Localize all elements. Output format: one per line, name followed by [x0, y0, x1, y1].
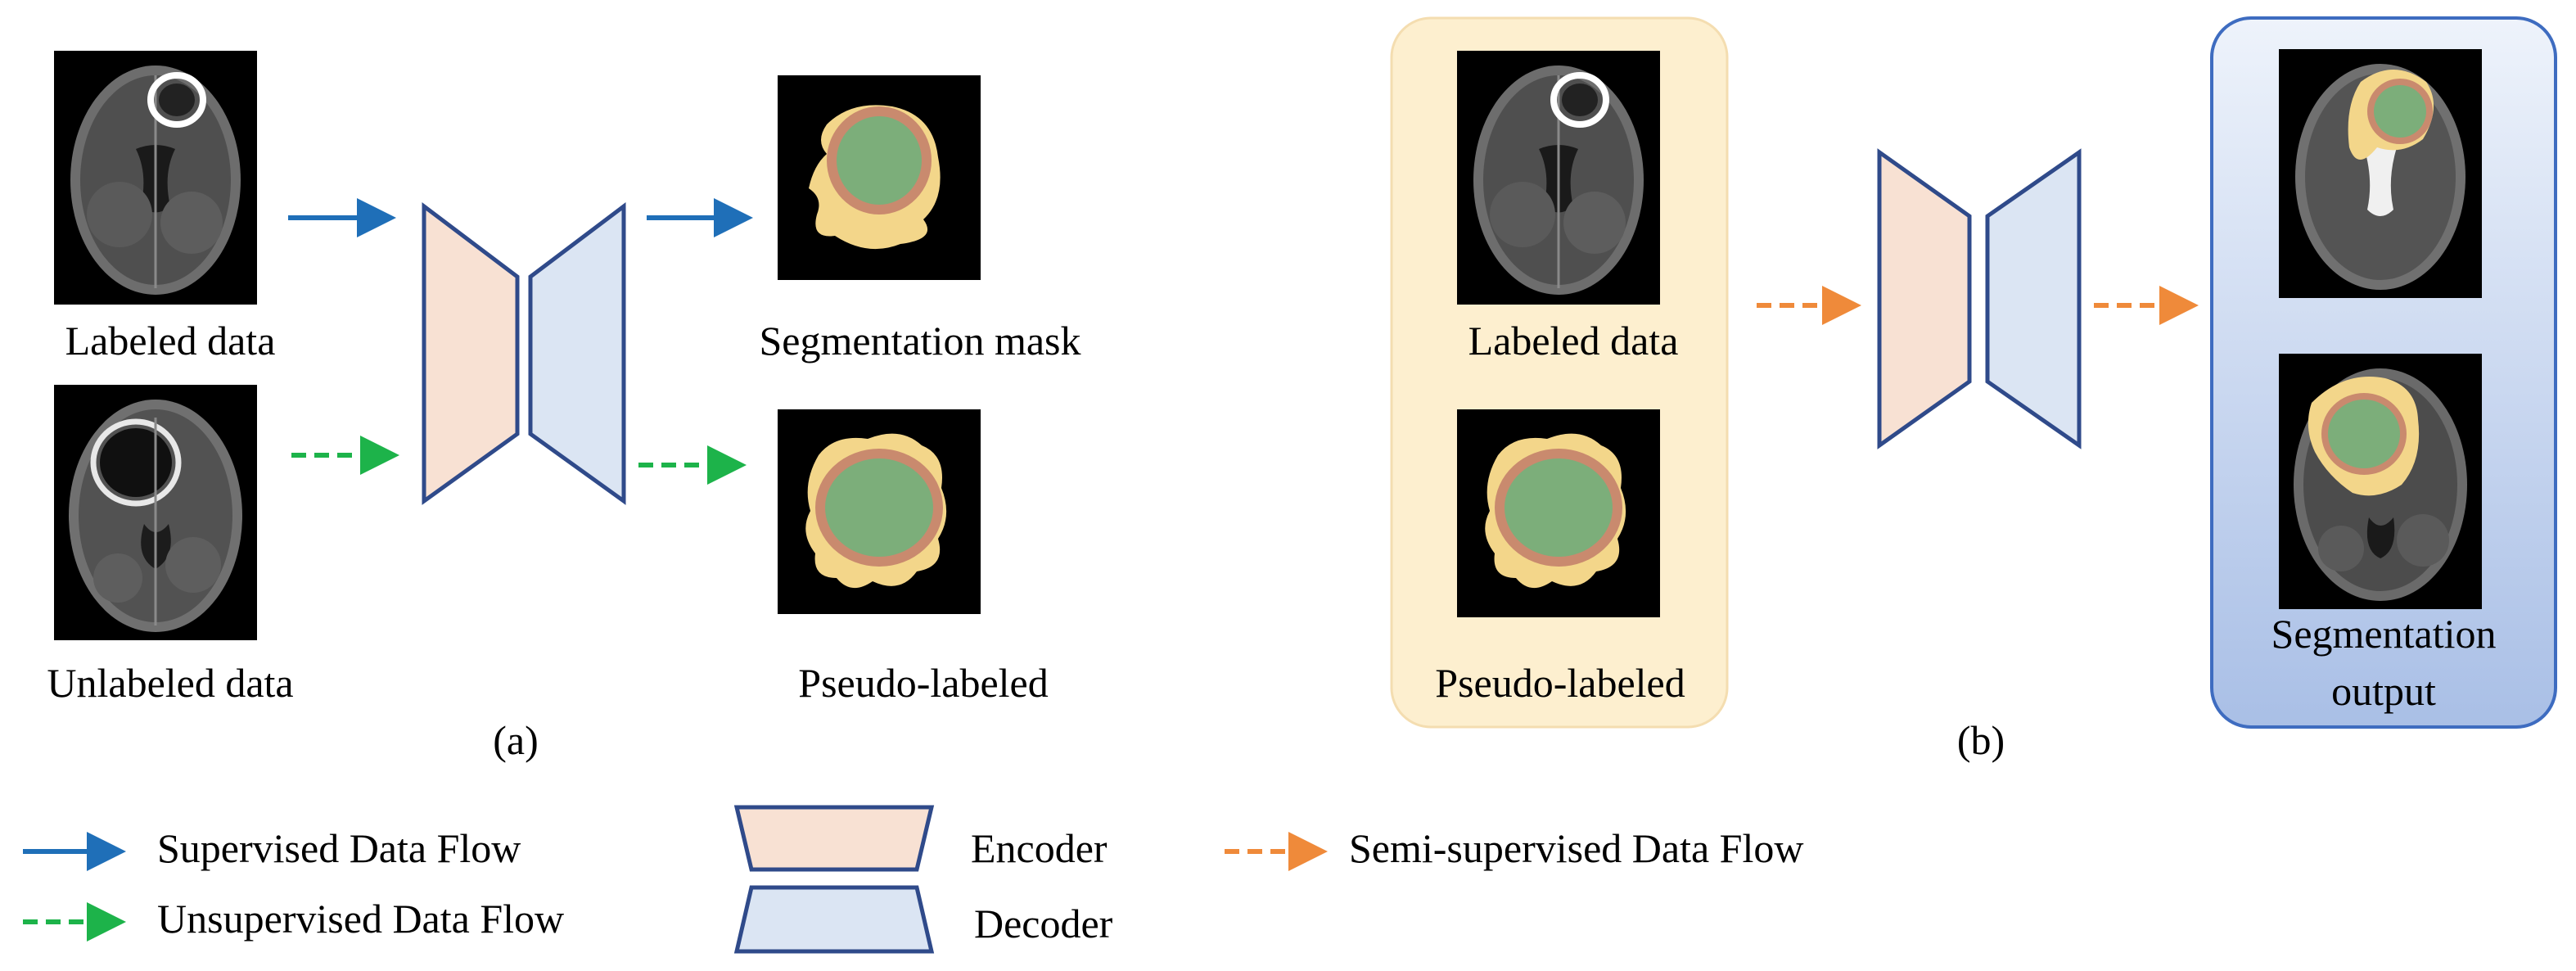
legend-semi-supervised-label: Semi-supervised Data Flow [1349, 825, 1804, 871]
panel-b-labeled-data-label: Labeled data [1468, 318, 1679, 364]
panel-b-labeled-mri-image [1457, 51, 1660, 305]
labeled-mri-image [54, 51, 257, 305]
legend-decoder-label: Decoder [974, 901, 1113, 946]
panel-a-segmentation-mask-label: Segmentation mask [759, 318, 1081, 364]
legend-supervised-label: Supervised Data Flow [157, 825, 521, 871]
legend-encoder-label: Encoder [971, 825, 1108, 871]
panel-b-encoder-block [1877, 148, 1972, 449]
panel-a-pseudo-labeled-label: Pseudo-labeled [798, 660, 1049, 706]
panel-a-decoder-block [528, 201, 626, 505]
panel-b-decoder-block [1985, 148, 2082, 449]
segmentation-output-image-bottom [2279, 354, 2482, 609]
pseudo-label-mask-image [778, 409, 981, 614]
panel-b-pseudo-label-mask-image [1457, 409, 1660, 617]
panel-b-output-label-line1: Segmentation [2271, 611, 2497, 657]
segmentation-mask-image [778, 75, 981, 280]
panel-b-caption: (b) [1956, 717, 2005, 763]
panel-a-unlabeled-data-label: Unlabeled data [47, 660, 294, 706]
panel-a-labeled-data-label: Labeled data [65, 318, 276, 364]
panel-a-encoder-block [422, 201, 520, 505]
legend-encoder-shape [733, 805, 935, 872]
legend-unsupervised-label: Unsupervised Data Flow [157, 896, 565, 942]
legend-decoder-shape [733, 885, 935, 954]
panel-a-caption: (a) [493, 717, 539, 763]
unlabeled-mri-image [54, 385, 257, 640]
panel-b-pseudo-labeled-label: Pseudo-labeled [1435, 660, 1685, 706]
panel-b-output-label-line2: output [2331, 668, 2436, 714]
segmentation-output-image-top [2279, 49, 2482, 298]
